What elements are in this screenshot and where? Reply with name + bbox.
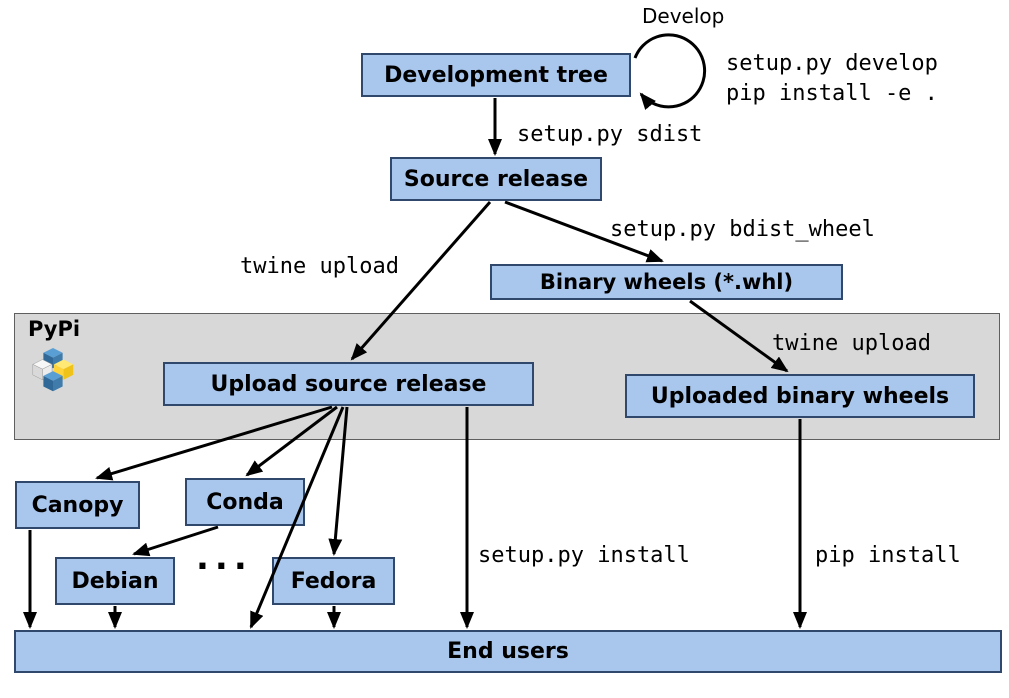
label-setup-install: setup.py install [478,543,690,568]
node-binary-wheels: Binary wheels (*.whl) [490,264,843,300]
node-development-tree: Development tree [361,53,631,97]
label-ellipsis: ... [196,538,253,578]
node-end-users: End users [14,630,1002,673]
node-debian: Debian [55,557,175,605]
node-canopy: Canopy [15,481,140,529]
pypi-logo-icon [28,346,78,400]
node-fedora: Fedora [272,557,395,605]
node-source-release: Source release [390,157,602,201]
node-uploaded-binary-wheels: Uploaded binary wheels [625,374,975,418]
label-develop: Develop [642,4,725,28]
node-upload-source-release: Upload source release [163,362,534,406]
label-twine-upload-source: twine upload [240,254,399,279]
pypi-logo-cubes [32,348,74,392]
label-setup-bdist-wheel: setup.py bdist_wheel [610,217,875,242]
edge-develop-loop [633,33,707,110]
label-pip-install: pip install [815,543,961,568]
label-twine-upload-wheels: twine upload [772,331,931,356]
label-setup-develop: setup.py develop [726,51,938,76]
label-pip-install-e: pip install -e . [726,81,938,106]
node-conda: Conda [185,478,305,526]
label-setup-sdist: setup.py sdist [517,122,703,147]
pypi-region-label: PyPi [28,317,81,341]
